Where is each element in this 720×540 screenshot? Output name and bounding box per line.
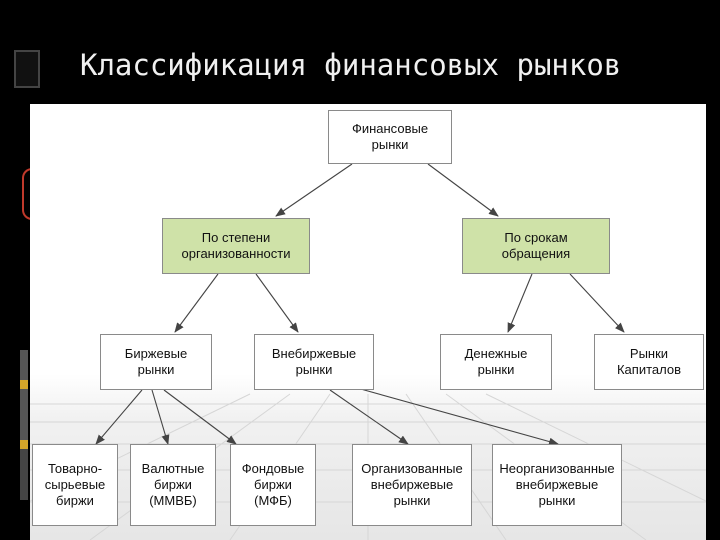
node-unorganized-otc: Неорганизованные внебиржевые рынки [492, 444, 622, 526]
node-currency-exchanges: Валютные биржи (ММВБ) [130, 444, 216, 526]
node-stock-exchanges: Фондовые биржи (МФБ) [230, 444, 316, 526]
node-commodity-exchanges: Товарно- сырьевые биржи [32, 444, 118, 526]
left-edge-bar [20, 350, 28, 500]
node-by-term: По срокам обращения [462, 218, 610, 274]
title-marker [14, 50, 40, 88]
node-exchange-markets: Биржевые рынки [100, 334, 212, 390]
node-otc-markets: Внебиржевые рынки [254, 334, 374, 390]
node-financial-markets: Финансовые рынки [328, 110, 452, 164]
slide-title: Классификация финансовых рынков [80, 48, 622, 82]
node-by-organization: По степени организованности [162, 218, 310, 274]
node-money-markets: Денежные рынки [440, 334, 552, 390]
node-organized-otc: Организованные внебиржевые рынки [352, 444, 472, 526]
classification-diagram: Финансовые рынки По степени организованн… [30, 104, 706, 540]
left-edge-decoration [22, 168, 32, 220]
node-capital-markets: Рынки Капиталов [594, 334, 704, 390]
